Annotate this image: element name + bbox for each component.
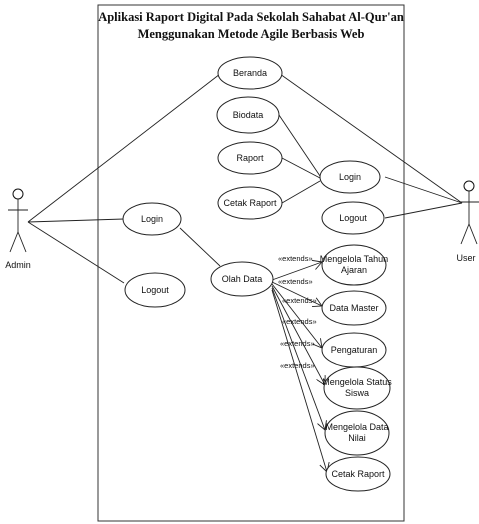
use-case-olah-data: Olah Data <box>210 261 274 297</box>
user-head-icon <box>463 180 475 192</box>
extends-label-4: «extends» <box>282 317 317 326</box>
extends-labels: «extends» «extends» «extends» «extends» … <box>278 254 317 370</box>
actor-admin-label: Admin <box>5 260 31 270</box>
extends-label-3: «extends» <box>282 296 317 305</box>
user-associations <box>279 73 463 219</box>
svg-text:Logout: Logout <box>339 213 367 223</box>
actor-user-label: User <box>456 253 475 263</box>
use-case-mengelola-data-nilai: Mengelola Data Nilai <box>324 410 390 456</box>
use-case-logout-admin: Logout <box>124 272 186 308</box>
use-case-biodata: Biodata <box>216 96 280 134</box>
use-case-raport: Raport <box>217 141 283 175</box>
svg-text:Mengelola Status: Mengelola Status <box>322 377 392 387</box>
internal-associations <box>179 114 321 267</box>
svg-text:Mengelola Data: Mengelola Data <box>325 422 388 432</box>
use-case-cetak-raport-admin: Cetak Raport <box>325 456 391 492</box>
svg-text:Logout: Logout <box>141 285 169 295</box>
actor-user: User <box>456 180 479 263</box>
use-case-data-master: Data Master <box>321 290 387 326</box>
use-case-pengaturan: Pengaturan <box>321 332 387 368</box>
svg-text:Biodata: Biodata <box>233 110 264 120</box>
svg-text:Raport: Raport <box>236 153 264 163</box>
admin-associations <box>27 73 221 284</box>
svg-text:Cetak Raport: Cetak Raport <box>223 198 277 208</box>
svg-text:Mengelola Tahun: Mengelola Tahun <box>320 254 388 264</box>
extends-arrows <box>271 262 327 472</box>
extends-label-5: «extends» <box>280 339 315 348</box>
use-case-mengelola-tahun-ajaran: Mengelola Tahun Ajaran <box>320 244 388 286</box>
use-case-mengelola-status-siswa: Mengelola Status Siswa <box>322 366 392 410</box>
svg-text:Ajaran: Ajaran <box>341 265 367 275</box>
diagram-title-line-1: Aplikasi Raport Digital Pada Sekolah Sah… <box>98 10 404 24</box>
use-case-login-user: Login <box>319 160 381 194</box>
diagram-title-line-2: Menggunakan Metode Agile Berbasis Web <box>138 27 365 41</box>
svg-text:Pengaturan: Pengaturan <box>331 345 378 355</box>
svg-text:Nilai: Nilai <box>348 433 366 443</box>
admin-head-icon <box>12 188 24 200</box>
svg-text:Olah Data: Olah Data <box>222 274 263 284</box>
extends-label-1: «extends» <box>278 254 313 263</box>
svg-text:Cetak Raport: Cetak Raport <box>331 469 385 479</box>
svg-text:Data Master: Data Master <box>329 303 378 313</box>
svg-text:Beranda: Beranda <box>233 68 267 78</box>
svg-text:Siswa: Siswa <box>345 388 369 398</box>
use-case-login-admin: Login <box>122 202 182 236</box>
use-case-beranda: Beranda <box>217 56 283 90</box>
use-case-logout-user: Logout <box>321 201 385 235</box>
svg-text:Login: Login <box>141 214 163 224</box>
use-case-cetak-raport-user: Cetak Raport <box>217 186 283 220</box>
extends-label-2: «extends» <box>278 277 313 286</box>
actor-admin: Admin <box>5 188 31 270</box>
svg-text:Login: Login <box>339 172 361 182</box>
extends-label-6: «extends» <box>280 361 315 370</box>
